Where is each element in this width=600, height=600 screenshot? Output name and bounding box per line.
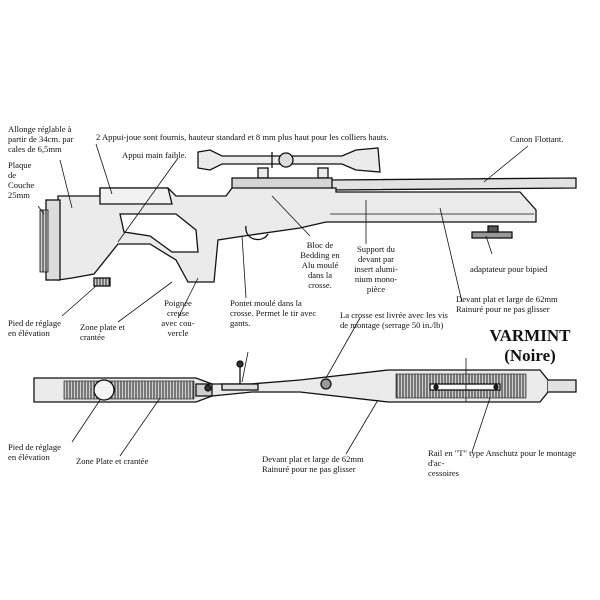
label-pied-top: Pied de réglage en élévation (8, 318, 61, 338)
label-plaque: Plaque de Couche 25mm (8, 160, 35, 200)
label-zone-plate-top: Zone plate et crantée (80, 322, 125, 342)
stock-side-view (39, 147, 577, 287)
label-pied-bottom: Pied de réglage en élévation (8, 442, 61, 462)
butt-zone-hatch (63, 380, 195, 400)
title-line-1: VARMINT (489, 326, 571, 345)
label-allonge: Allonge réglable à partir de 34cm. par c… (8, 124, 74, 154)
stock-bottom-view (33, 360, 577, 403)
trigger-guard (245, 225, 269, 241)
barrel (329, 177, 577, 191)
t-rail (429, 383, 501, 391)
title-line-2: (Noire) (504, 346, 556, 365)
label-poignee: Poignée creuse avec cou- vercle (161, 298, 195, 338)
label-appui-joue: 2 Appui-joue sont fournis, hauteur stand… (96, 132, 389, 142)
bottom-foot (93, 379, 115, 401)
label-zone-plate-bottom: Zone Plate et crantée (76, 456, 149, 466)
title-varmint: VARMINT (Noire) (470, 326, 590, 366)
label-devant-bottom: Devant plat et large de 62mm Rainuré pou… (262, 454, 364, 474)
label-devant-top: Devant plat et large de 62mm Rainuré pou… (456, 294, 558, 314)
label-adaptateur: adaptateur pour bipied (470, 264, 548, 274)
label-crosse-vis: La crosse est livrée avec les vis de mon… (340, 310, 448, 330)
label-canon: Canon Flottant. (510, 134, 564, 144)
label-bloc: Bloc de Bedding en Alu moulé dans la cro… (300, 240, 340, 290)
label-support: Support du devant par insert alumi- nium… (354, 244, 398, 294)
stock-body (57, 187, 537, 283)
bipod-adapter (471, 225, 513, 239)
leader-lines (37, 143, 529, 457)
thumbhole (119, 213, 199, 253)
elevation-foot (93, 277, 111, 287)
label-pontet: Pontet moulé dans la crosse. Permet le t… (230, 298, 317, 328)
scope (197, 147, 381, 179)
label-rail: Rail en "T" type Anschutz pour le montag… (428, 448, 577, 478)
mounting-screw (320, 378, 332, 390)
label-appui-main: Appui main faible. (122, 150, 187, 160)
